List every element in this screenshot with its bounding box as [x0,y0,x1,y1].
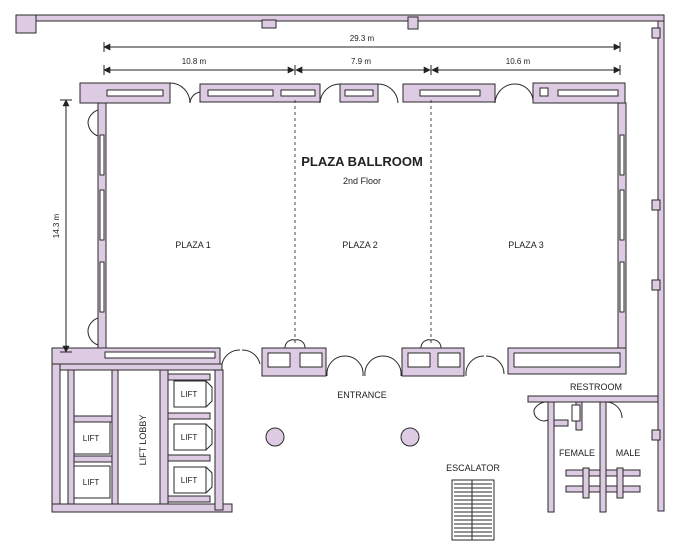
plan-title: PLAZA BALLROOM [301,154,423,169]
ballroom-bottom-wall [51,339,627,377]
dimension-section-1-label: 10.8 m [182,57,207,66]
outer-wall [15,14,665,512]
room-label-entrance: ENTRANCE [337,390,387,400]
restroom-block [527,395,659,513]
lift-label: LIFT [181,433,198,442]
plan-subtitle: 2nd Floor [343,176,381,186]
dimension-total-label: 29.3 m [350,34,375,43]
lift-label: LIFT [83,434,100,443]
ballroom-top-wall [79,82,626,104]
room-label-male: MALE [616,448,641,458]
lift-label: LIFT [83,478,100,487]
room-label-restroom: RESTROOM [570,382,622,392]
lift-area [51,363,233,513]
room-label-plaza-2: PLAZA 2 [342,240,378,250]
column-2 [400,427,420,447]
lift-label: LIFT [181,390,198,399]
ballroom-side-walls [87,102,627,374]
dimension-section-3-label: 10.6 m [506,57,531,66]
room-label-plaza-3: PLAZA 3 [508,240,544,250]
dimension-lines [60,42,621,353]
room-label-plaza-1: PLAZA 1 [175,240,211,250]
column-1 [265,427,285,447]
lift-label: LIFT [181,476,198,485]
dimension-section-2-label: 7.9 m [351,57,371,66]
room-label-lift-lobby: LIFT LOBBY [138,415,148,466]
room-label-escalator: ESCALATOR [446,463,500,473]
escalator-icon [451,479,495,541]
dimension-depth-label: 14.3 m [52,213,61,238]
room-label-female: FEMALE [559,448,595,458]
